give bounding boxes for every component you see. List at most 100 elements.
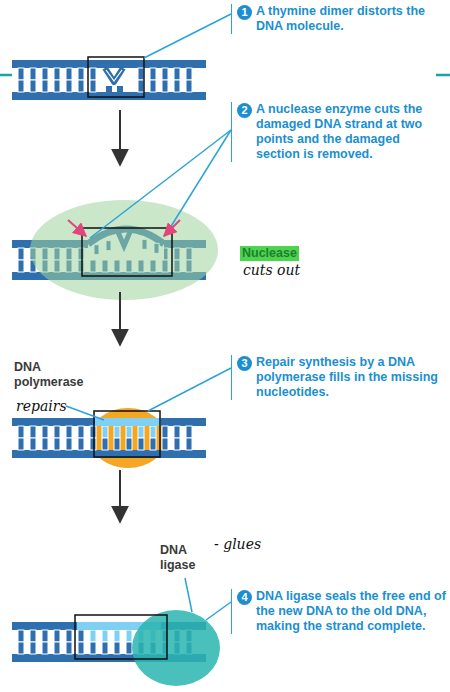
base-rung	[66, 68, 72, 80]
base-rung	[54, 426, 60, 438]
base-rung	[174, 80, 180, 92]
base-rung	[90, 438, 96, 450]
base-rung	[138, 438, 144, 450]
base-rung	[78, 426, 84, 438]
base-rung	[42, 80, 48, 92]
base-rung	[30, 642, 36, 654]
enzyme-name: Nuclease	[240, 246, 299, 261]
base-rung	[18, 426, 24, 438]
base-rung	[138, 68, 144, 80]
base-rung	[114, 438, 120, 450]
highlight-label: Nuclease	[240, 243, 299, 261]
base-rung	[186, 438, 192, 450]
base-rung	[102, 426, 108, 438]
base-rung	[150, 438, 156, 450]
step-arrow	[119, 470, 121, 522]
leader-line	[144, 14, 231, 58]
base-rung	[18, 248, 24, 260]
dna-polymerase	[90, 408, 166, 468]
base-rung	[90, 426, 96, 438]
callout-number: 2	[237, 103, 252, 118]
base-rung	[138, 80, 144, 92]
dna-molecule	[12, 60, 206, 100]
step-callout: 3Repair synthesis by a DNA polymerase fi…	[231, 355, 446, 400]
base-rung	[30, 80, 36, 92]
step-text: A thymine dimer distorts the DNA molecul…	[256, 4, 446, 34]
base-rung	[78, 642, 84, 654]
base-rung	[18, 68, 24, 80]
base-rung	[150, 68, 156, 80]
base-rung	[106, 86, 112, 92]
base-rung	[162, 438, 168, 450]
cut-arrow	[164, 220, 180, 236]
step-text: DNA ligase seals the free end of the new…	[256, 589, 446, 634]
base-rung	[126, 630, 132, 642]
dna-backbone	[12, 92, 206, 100]
callout-number: 4	[237, 590, 252, 605]
base-rung	[54, 68, 60, 80]
base-rung	[162, 80, 168, 92]
base-rung	[174, 68, 180, 80]
highlight-box	[82, 228, 172, 276]
base-rung	[66, 426, 72, 438]
base-rung	[42, 68, 48, 80]
base-rung	[114, 642, 120, 654]
thymine-dimer	[105, 68, 123, 82]
highlight-box	[75, 615, 167, 659]
base-rung	[30, 438, 36, 450]
highlight-box	[88, 57, 144, 97]
base-rung	[66, 80, 72, 92]
leader-line	[90, 130, 231, 238]
base-rung	[90, 80, 96, 92]
step-callout: 4 DNA ligase seals the free end of the ne…	[231, 589, 446, 634]
base-rung	[150, 426, 156, 438]
base-rung	[54, 630, 60, 642]
base-rung	[66, 630, 72, 642]
base-rung	[30, 68, 36, 80]
base-rung	[90, 630, 96, 642]
base-rung	[30, 426, 36, 438]
base-rung	[78, 80, 84, 92]
base-rung	[18, 80, 24, 92]
base-rung	[126, 426, 132, 438]
leader-line	[165, 130, 231, 236]
new-dna-segment	[95, 418, 161, 426]
base-rung	[78, 438, 84, 450]
dna-ligase	[132, 610, 220, 686]
base-rung	[18, 630, 24, 642]
nuclease-enzyme	[30, 200, 218, 300]
base-rung	[66, 642, 72, 654]
handwritten-note: repairs	[16, 398, 67, 414]
base-rung	[18, 642, 24, 654]
base-rung	[150, 80, 156, 92]
base-rung	[42, 426, 48, 438]
base-rung	[18, 438, 24, 450]
dna-backbone	[12, 418, 206, 426]
leader-line	[66, 406, 104, 420]
leader-line	[206, 602, 231, 620]
leader-line	[185, 578, 192, 612]
step-callout: 2 A nuclease enzyme cuts the damaged DNA …	[231, 102, 446, 162]
handwritten-note: - glues	[214, 536, 261, 552]
base-rung	[90, 68, 96, 80]
base-rung	[18, 260, 24, 272]
base-rung	[162, 68, 168, 80]
base-rung	[54, 438, 60, 450]
divider-line	[0, 74, 12, 77]
base-rung	[102, 630, 108, 642]
base-rung	[162, 426, 168, 438]
step-arrow	[119, 110, 121, 165]
base-rung	[90, 642, 96, 654]
step-text: A nuclease enzyme cuts the damaged DNA s…	[256, 102, 446, 162]
base-rung	[54, 80, 60, 92]
base-rung	[138, 426, 144, 438]
dna-backbone	[12, 60, 206, 68]
enzyme-label: DNA ligase	[160, 543, 208, 573]
base-rung	[186, 426, 192, 438]
base-rung	[186, 80, 192, 92]
cut-arrow	[68, 220, 86, 236]
base-rung	[42, 642, 48, 654]
step-text: Repair synthesis by a DNA polymerase fil…	[256, 355, 446, 400]
base-rung	[114, 630, 120, 642]
